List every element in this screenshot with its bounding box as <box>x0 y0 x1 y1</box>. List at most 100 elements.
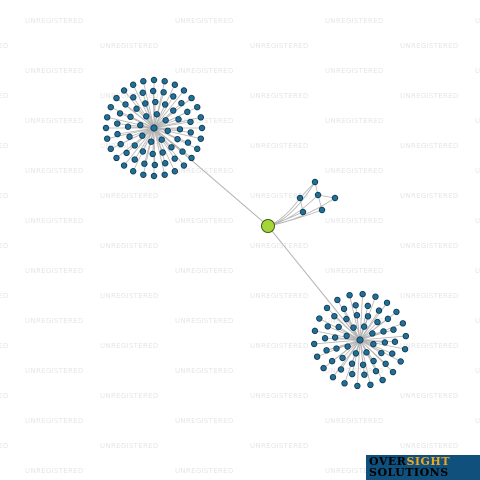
watermark-text: UNREGISTERED <box>175 267 234 275</box>
cluster-top-leaf-node <box>127 113 134 121</box>
cluster-top-leaf-node <box>162 117 169 124</box>
watermark-text: UNREGISTERED <box>175 367 234 375</box>
edge <box>153 127 166 175</box>
node-layer <box>102 76 410 390</box>
watermark-text: UNREGISTERED <box>0 92 9 100</box>
cluster-top-leaf-node <box>124 123 132 130</box>
cluster-top-leaf-node <box>170 107 177 114</box>
watermark-text: UNREGISTERED <box>0 392 9 400</box>
cluster-top-leaf-node <box>130 94 137 101</box>
edge <box>359 321 378 341</box>
cluster-bottom-leaf-node <box>331 334 339 341</box>
cluster-bottom-leaf-node <box>339 354 346 362</box>
cluster-bottom-leaf-node <box>349 370 356 378</box>
edge <box>326 307 361 341</box>
cluster-bottom-leaf-node <box>364 313 372 320</box>
cluster-top-leaf-node <box>168 144 175 151</box>
cluster-top-leaf-node <box>137 122 144 129</box>
cluster-top-leaf-node <box>139 89 146 96</box>
watermark-text: UNREGISTERED <box>475 167 480 175</box>
edge <box>299 181 316 199</box>
watermark-text: UNREGISTERED <box>25 417 84 425</box>
cluster-top-leaf-node <box>171 155 178 162</box>
cluster-bottom-leaf-node <box>369 330 376 337</box>
cluster-bottom-leaf-node <box>310 340 318 348</box>
cluster-bottom-leaf-node <box>337 366 345 373</box>
edge <box>356 339 361 386</box>
cluster-bottom-leaf-node <box>381 339 389 346</box>
watermark-text: UNREGISTERED <box>250 92 309 100</box>
cluster-top-leaf-node <box>148 138 155 145</box>
cluster-top-leaf-node <box>139 132 146 139</box>
cluster-bottom-leaf-node <box>335 323 342 331</box>
cluster-top-leaf-node <box>149 150 156 158</box>
watermark-text: UNREGISTERED <box>100 342 159 350</box>
cluster-top-leaf-node <box>113 154 120 162</box>
edge <box>142 127 155 175</box>
edge <box>153 127 269 227</box>
edge <box>351 339 361 375</box>
cluster-bottom-leaf-node <box>382 360 389 368</box>
watermark-text: UNREGISTERED <box>175 17 234 25</box>
watermark-text: UNREGISTERED <box>325 217 384 225</box>
edge <box>153 127 201 140</box>
cluster-bottom-leaf-node <box>311 327 319 335</box>
cluster-bottom-leaf-node <box>341 380 348 387</box>
watermark-text: UNREGISTERED <box>475 117 480 125</box>
watermark-text: UNREGISTERED <box>175 317 234 325</box>
logo-word-solutions: SOLUTIONS <box>369 466 449 479</box>
cluster-bottom-leaf-node <box>346 291 353 299</box>
cluster-bottom-leaf-node <box>354 382 361 390</box>
watermark-text: UNREGISTERED <box>25 167 84 175</box>
cluster-bottom-leaf-node <box>399 320 407 327</box>
edge <box>153 127 191 133</box>
watermark-text: UNREGISTERED <box>25 267 84 275</box>
logo-line-2: SOLUTIONS <box>369 467 449 479</box>
watermark-text: UNREGISTERED <box>475 267 480 275</box>
cluster-bottom-leaf-node <box>348 360 356 367</box>
edge <box>153 127 176 159</box>
cluster-top-leaf-node <box>120 87 128 94</box>
cluster-bottom-leaf-node <box>313 353 321 360</box>
watermark-text: UNREGISTERED <box>325 417 384 425</box>
cluster-top-leaf-node <box>175 116 182 123</box>
cluster-top-leaf-node <box>197 135 204 142</box>
cluster-bottom-leaf-node <box>389 350 396 357</box>
watermark-text: UNREGISTERED <box>475 317 480 325</box>
edge <box>359 302 388 341</box>
cluster-bottom-leaf-node <box>350 324 357 331</box>
cluster-bottom-leaf-node <box>397 358 404 365</box>
edge <box>142 81 155 129</box>
branch-leaf-node <box>318 206 326 214</box>
edge <box>359 339 365 375</box>
cluster-top-leaf-node <box>184 108 191 116</box>
cluster-bottom-leaf-node <box>393 308 400 316</box>
watermark-text: UNREGISTERED <box>100 92 159 100</box>
oversight-solutions-logo: OVERSIGHT SOLUTIONS <box>366 455 480 480</box>
edge <box>132 97 155 129</box>
watermark-text: UNREGISTERED <box>25 367 84 375</box>
cluster-top-leaf-node <box>139 148 147 155</box>
cluster-bottom-leaf-node <box>333 345 340 352</box>
cluster-top-leaf-node <box>131 142 138 149</box>
edge <box>153 118 179 129</box>
edge <box>342 339 361 359</box>
cluster-bottom-leaf-node <box>383 299 391 306</box>
cluster-bottom-leaf-node <box>316 315 323 322</box>
cluster-top-leaf-node <box>150 172 158 180</box>
watermark-text: UNREGISTERED <box>0 42 9 50</box>
cluster-top-leaf-node <box>107 145 114 153</box>
edge <box>153 116 201 129</box>
edge <box>355 305 361 341</box>
cluster-bottom-leaf-node <box>343 315 350 323</box>
watermark-text: UNREGISTERED <box>100 42 159 50</box>
watermark-text: UNREGISTERED <box>100 242 159 250</box>
cluster-top-leaf-node <box>161 101 169 108</box>
cluster-top-leaf-node <box>114 130 121 138</box>
watermark-text: UNREGISTERED <box>325 167 384 175</box>
watermark-text: UNREGISTERED <box>175 417 234 425</box>
watermark-text: UNREGISTERED <box>325 117 384 125</box>
cluster-top-leaf-node <box>174 135 181 143</box>
edge <box>359 339 394 373</box>
cluster-bottom-leaf-node <box>364 302 371 310</box>
